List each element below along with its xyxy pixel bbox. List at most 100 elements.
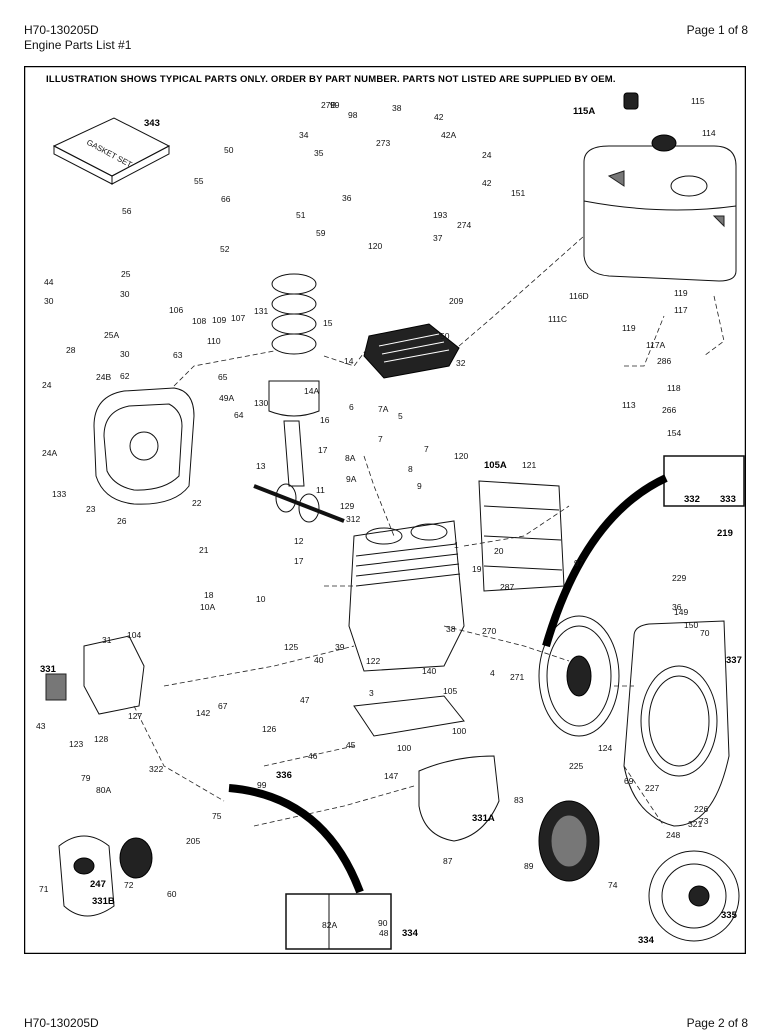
part-label-24A: 24A <box>42 448 57 458</box>
part-label-105: 105 <box>443 686 457 696</box>
part-label-116D: 116D <box>569 291 589 301</box>
part-label-19: 19 <box>472 564 482 574</box>
part-label-30: 30 <box>120 349 130 359</box>
part-label-149: 149 <box>674 607 688 617</box>
part-label-72: 72 <box>124 880 134 890</box>
engine-parts-diagram: ILLUSTRATION SHOWS TYPICAL PARTS ONLY. O… <box>24 66 746 954</box>
part-label-13: 13 <box>256 461 266 471</box>
recoil-starter <box>648 850 740 942</box>
part-label-127: 127 <box>128 711 142 721</box>
part-label-52: 52 <box>220 244 230 254</box>
part-label-125: 125 <box>284 642 298 652</box>
part-label-25: 25 <box>121 269 131 279</box>
part-label-30: 30 <box>44 296 54 306</box>
part-label-99: 99 <box>257 780 267 790</box>
part-label-7: 7 <box>378 434 383 444</box>
part-label-331: 331 <box>40 664 57 675</box>
part-label-43: 43 <box>36 721 46 731</box>
part-label-31: 31 <box>102 635 112 645</box>
diagram-frame <box>24 66 746 954</box>
part-label-99: 99 <box>330 100 340 110</box>
part-label-1: 1 <box>454 540 459 550</box>
part-label-11: 11 <box>316 485 325 495</box>
part-label-122: 122 <box>366 656 380 666</box>
part-label-36: 36 <box>342 193 352 203</box>
part-label-131: 131 <box>254 306 268 316</box>
part-label-4: 4 <box>490 668 495 678</box>
part-label-100: 100 <box>397 743 411 753</box>
part-label-23: 23 <box>86 504 96 514</box>
part-label-26: 26 <box>117 516 127 526</box>
cylinder-head <box>363 323 460 379</box>
part-label-9: 9 <box>417 481 422 491</box>
part-labels: 343505566565227B99983435365159120384242A… <box>36 96 742 946</box>
part-label-42A: 42A <box>441 130 456 140</box>
part-label-225: 225 <box>569 761 583 771</box>
part-label-3: 3 <box>369 688 374 698</box>
air-filter <box>58 835 153 917</box>
inset-arrow-upper <box>542 474 668 648</box>
inset-box-334-335 <box>285 893 392 950</box>
part-label-97: 97 <box>574 558 584 568</box>
part-label-7A: 7A <box>378 404 389 414</box>
part-label-331B: 331B <box>92 896 115 907</box>
crankshaft <box>253 483 345 523</box>
page-number-top: Page 1 of 8 <box>686 23 748 37</box>
part-label-115A: 115A <box>573 106 595 117</box>
part-label-80A: 80A <box>96 785 111 795</box>
part-label-117: 117 <box>674 305 688 315</box>
part-label-322: 322 <box>149 764 163 774</box>
part-label-47: 47 <box>300 695 310 705</box>
part-label-287: 287 <box>500 582 514 592</box>
part-label-331A: 331A <box>472 813 495 824</box>
part-label-22: 22 <box>192 498 202 508</box>
part-label-142: 142 <box>196 708 210 718</box>
part-label-332: 332 <box>684 494 700 505</box>
assembly-lines <box>133 235 725 827</box>
part-label-67: 67 <box>218 701 228 711</box>
part-label-73: 73 <box>699 816 709 826</box>
part-label-63: 63 <box>173 350 183 360</box>
part-label-154: 154 <box>667 428 681 438</box>
part-label-75: 75 <box>212 811 222 821</box>
part-label-36: 36 <box>672 602 682 612</box>
part-label-100: 100 <box>452 726 466 736</box>
part-label-123: 123 <box>69 739 83 749</box>
part-label-45: 45 <box>346 740 356 750</box>
part-label-248: 248 <box>666 830 680 840</box>
part-label-111C: 111C <box>548 314 567 324</box>
part-label-113: 113 <box>622 400 636 410</box>
part-label-30: 30 <box>120 289 130 299</box>
part-label-17: 17 <box>318 445 328 455</box>
part-label-38: 38 <box>446 624 456 634</box>
part-label-14A: 14A <box>304 386 319 396</box>
part-label-126: 126 <box>262 724 276 734</box>
part-label-49A: 49A <box>219 393 234 403</box>
part-label-69: 69 <box>624 776 634 786</box>
part-label-209: 209 <box>449 296 463 306</box>
part-label-321: 321 <box>688 819 702 829</box>
part-label-21: 21 <box>199 545 209 555</box>
part-label-115: 115 <box>691 96 705 106</box>
base-plate <box>353 695 465 737</box>
part-label-117A: 117A <box>646 340 666 350</box>
doc-id-top: H70-130205D <box>24 23 99 37</box>
part-label-336: 336 <box>276 770 292 781</box>
part-label-20: 20 <box>494 546 504 556</box>
part-label-130: 130 <box>254 398 268 408</box>
blower-housing <box>623 620 730 827</box>
part-label-118: 118 <box>667 383 681 393</box>
cylinder-baffle <box>418 755 500 842</box>
fuel-tank <box>583 134 737 282</box>
part-label-59: 59 <box>316 228 326 238</box>
part-label-124: 124 <box>598 743 612 753</box>
part-label-6: 6 <box>349 402 354 412</box>
part-label-128: 128 <box>94 734 108 744</box>
part-label-140: 140 <box>422 666 436 676</box>
part-label-34: 34 <box>299 130 309 140</box>
part-label-60: 60 <box>167 889 177 899</box>
part-label-121: 121 <box>522 460 536 470</box>
carburetor <box>45 635 145 715</box>
part-label-147: 147 <box>384 771 398 781</box>
fuel-cap <box>623 92 639 110</box>
